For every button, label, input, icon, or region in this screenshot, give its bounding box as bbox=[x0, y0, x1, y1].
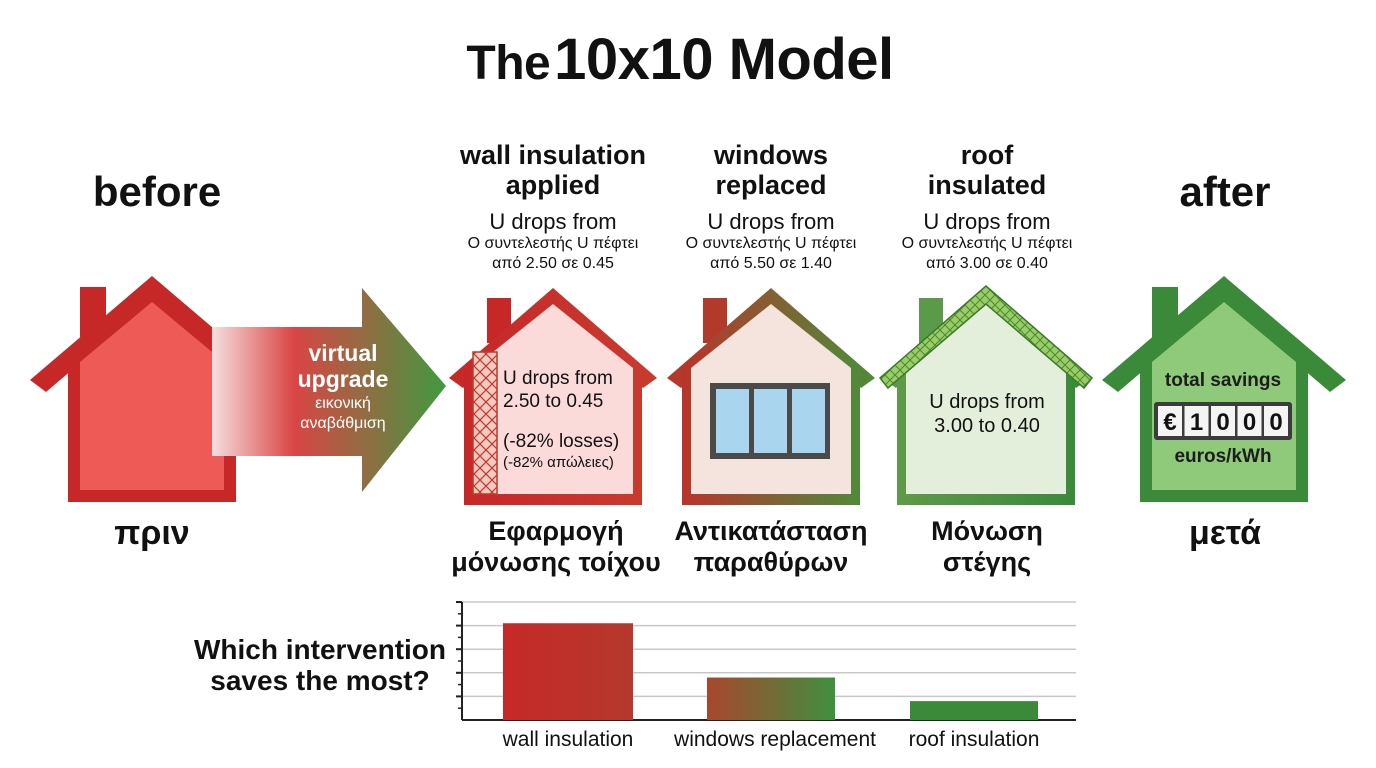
step-roof-inner1: U drops from bbox=[929, 391, 1045, 413]
step-wall-inner4: (-82% απώλειες) bbox=[503, 454, 614, 471]
savings-label: total savings bbox=[1164, 370, 1282, 391]
title-main: 10x10 Model bbox=[554, 27, 894, 92]
counter-digit-cell bbox=[1184, 406, 1209, 436]
step-windows-heading2: replaced bbox=[715, 170, 827, 200]
step-wall-u-gr2: από 2.50 σε 0.45 bbox=[492, 255, 614, 272]
step-roof-heading2: insulated bbox=[927, 170, 1047, 200]
step-wall-inner3: (-82% losses) bbox=[503, 431, 620, 452]
step-roof-greek2: στέγης bbox=[942, 547, 1032, 577]
chart-bar bbox=[707, 677, 835, 720]
step-wall-greek: Εφαρμογή μόνωσης τοίχου bbox=[438, 516, 674, 578]
step-wall-inner1: U drops from bbox=[503, 368, 613, 389]
step-windows-greek2: παραθύρων bbox=[693, 547, 849, 577]
wall-insulation-layer bbox=[472, 351, 498, 495]
step-windows-greek1: Αντικατάσταση bbox=[674, 516, 868, 546]
step-windows-heading1: windows bbox=[714, 140, 828, 170]
step-roof-greek1: Μόνωση bbox=[931, 516, 1043, 546]
step-windows-u-en: U drops from bbox=[707, 209, 835, 234]
counter-digit-cell bbox=[1158, 406, 1182, 436]
counter-digit: 0 bbox=[1216, 409, 1229, 436]
counter-digit-cell bbox=[1237, 406, 1262, 436]
chart-category-label: windows replacement bbox=[674, 728, 876, 751]
step-windows-u-gr1: Ο συντελεστής U πέφτει bbox=[685, 235, 857, 252]
step-windows-header: windows replaced U drops from Ο συντελεσ… bbox=[660, 140, 882, 274]
step-wall-heading2: applied bbox=[505, 170, 601, 200]
step-wall-u-gr1: Ο συντελεστής U πέφτει bbox=[467, 235, 639, 252]
before-label: before bbox=[92, 168, 222, 215]
counter-digit-cell bbox=[1264, 406, 1288, 436]
step-wall-u-en: U drops from bbox=[489, 209, 617, 234]
step-roof-inner-text: U drops from 3.00 to 0.40 bbox=[912, 390, 1062, 438]
step-roof-u-gr1: Ο συντελεστής U πέφτει bbox=[901, 235, 1073, 252]
step-windows-u-gr2: από 5.50 σε 1.40 bbox=[710, 255, 832, 272]
wall-insulation-house bbox=[449, 288, 657, 505]
bar-chart bbox=[456, 601, 1076, 721]
windows-house bbox=[667, 288, 875, 505]
house3-body-fill bbox=[906, 304, 1066, 494]
roof-insulated-house bbox=[878, 285, 1094, 505]
step-roof-greek: Μόνωση στέγης bbox=[876, 516, 1098, 578]
chart-category-label: roof insulation bbox=[908, 728, 1040, 751]
step-roof-inner2: 3.00 to 0.40 bbox=[934, 415, 1040, 437]
roof-insulation-layer bbox=[878, 285, 1094, 390]
chart-bar bbox=[503, 623, 633, 720]
arrow-line1: virtual bbox=[308, 340, 378, 366]
after-label: after bbox=[1179, 168, 1271, 215]
arrow-line2: upgrade bbox=[297, 366, 389, 392]
before-body-fill bbox=[80, 302, 224, 490]
page-title: The 10x10 Model bbox=[0, 26, 1360, 93]
step-wall-heading1: wall insulation bbox=[459, 140, 647, 170]
savings-unit: euros/kWh bbox=[1174, 446, 1272, 467]
house1-body-fill bbox=[473, 304, 633, 494]
counter-digit: € bbox=[1163, 409, 1176, 436]
chart-question: Which intervention saves the most? bbox=[184, 634, 456, 696]
step-wall-inner-text: U drops from 2.50 to 0.45 (-82% losses) … bbox=[503, 367, 631, 473]
counter-digit: 0 bbox=[1243, 409, 1256, 436]
step-roof-heading1: roof bbox=[960, 140, 1014, 170]
after-house bbox=[1102, 276, 1346, 502]
step-wall-greek2: μόνωσης τοίχου bbox=[451, 547, 661, 577]
counter-digit: 0 bbox=[1269, 409, 1282, 436]
before-house bbox=[30, 276, 274, 502]
step-wall-inner2: 2.50 to 0.45 bbox=[503, 391, 604, 412]
arrow-greek1: εικονική bbox=[315, 395, 371, 412]
title-prefix: The bbox=[466, 37, 551, 90]
chart-bar bbox=[910, 701, 1038, 720]
arrow-text: virtual upgrade εικονική αναβάθμιση bbox=[282, 340, 404, 434]
after-body-fill bbox=[1152, 302, 1296, 490]
before-greek-label: πριν bbox=[114, 514, 190, 552]
window-pane-3 bbox=[792, 389, 825, 453]
window-pane-2 bbox=[754, 389, 787, 453]
question-line1: Which intervention bbox=[194, 634, 446, 665]
step-wall-header: wall insulation applied U drops from Ο σ… bbox=[438, 140, 668, 274]
after-greek-label: μετά bbox=[1188, 514, 1262, 552]
step-roof-header: roof insulated U drops from Ο συντελεστή… bbox=[876, 140, 1098, 274]
window-pane-1 bbox=[716, 389, 749, 453]
counter-digit-cell bbox=[1211, 406, 1235, 436]
step-windows-greek: Αντικατάσταση παραθύρων bbox=[660, 516, 882, 578]
counter-digit: 1 bbox=[1190, 409, 1203, 436]
question-line2: saves the most? bbox=[210, 665, 430, 696]
arrow-greek2: αναβάθμιση bbox=[300, 415, 386, 432]
step-roof-u-gr2: από 3.00 σε 0.40 bbox=[926, 255, 1048, 272]
chart-category-label: wall insulation bbox=[502, 728, 634, 751]
upgrade-arrow bbox=[212, 288, 446, 492]
step-wall-greek1: Εφαρμογή bbox=[488, 516, 624, 546]
step-roof-u-en: U drops from bbox=[923, 209, 1051, 234]
